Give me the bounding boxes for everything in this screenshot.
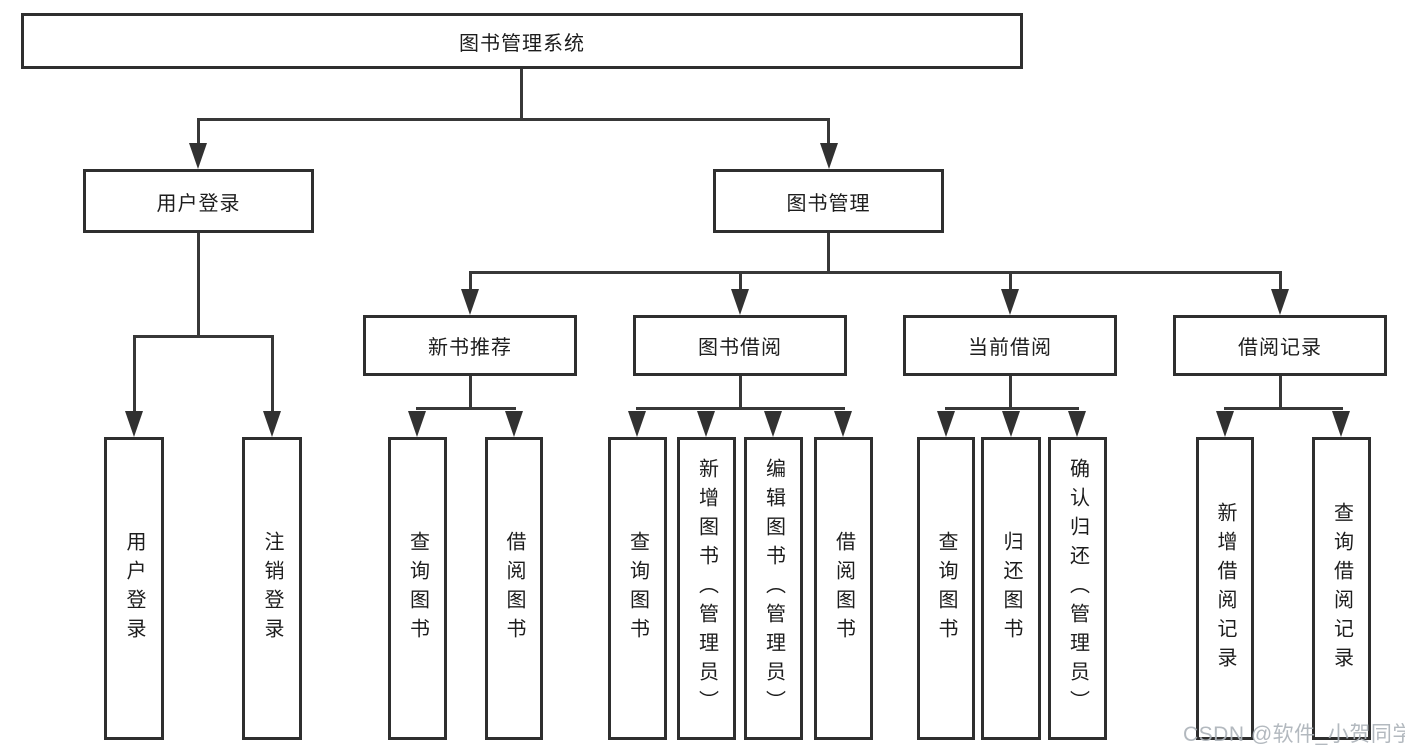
leaf-label: 编辑图书（管理员） bbox=[762, 458, 785, 719]
connector-vline bbox=[1278, 376, 1282, 410]
leaf-query-borrow-record: 查询借阅记录 bbox=[1312, 437, 1371, 740]
arrow-down bbox=[697, 411, 715, 437]
leaf-label: 借阅图书 bbox=[832, 530, 855, 647]
connector-stem bbox=[270, 338, 274, 411]
leaf-borrow-books: 借阅图书 bbox=[814, 437, 873, 740]
arrow-down bbox=[731, 289, 749, 315]
connector-hline bbox=[636, 407, 845, 410]
connector-hline bbox=[468, 271, 1282, 274]
arrow-down bbox=[937, 411, 955, 437]
leaf-borrow-books-recommendation: 借阅图书 bbox=[485, 437, 543, 740]
arrow-down bbox=[125, 411, 143, 437]
leaf-label: 确认归还（管理员） bbox=[1066, 458, 1089, 719]
arrow-down bbox=[820, 143, 838, 169]
arrow-down bbox=[461, 289, 479, 315]
leaf-label: 查询图书 bbox=[626, 530, 649, 647]
arrow-down bbox=[1001, 289, 1019, 315]
connector-vline bbox=[468, 376, 472, 410]
arrow-down bbox=[189, 143, 207, 169]
connector-hline bbox=[416, 407, 516, 410]
arrow-down bbox=[505, 411, 523, 437]
leaf-add-books-admin: 新增图书（管理员） bbox=[677, 437, 736, 740]
node-book-management: 图书管理 bbox=[713, 169, 944, 233]
connector-hline bbox=[197, 118, 830, 121]
arrow-down bbox=[408, 411, 426, 437]
connector-hline bbox=[1223, 407, 1343, 410]
arrow-down bbox=[1002, 411, 1020, 437]
leaf-confirm-return-admin: 确认归还（管理员） bbox=[1048, 437, 1107, 740]
leaf-edit-books-admin: 编辑图书（管理员） bbox=[744, 437, 803, 740]
leaf-label: 新增图书（管理员） bbox=[695, 458, 718, 719]
leaf-label: 查询图书 bbox=[935, 530, 957, 647]
arrow-down bbox=[764, 411, 782, 437]
connector-stem bbox=[468, 274, 472, 289]
node-user-login: 用户登录 bbox=[83, 169, 314, 233]
arrow-down bbox=[1216, 411, 1234, 437]
connector-vline bbox=[520, 69, 523, 121]
leaf-return-books: 归还图书 bbox=[981, 437, 1041, 740]
leaf-user-login: 用户登录 bbox=[104, 437, 164, 740]
leaf-label: 用户登录 bbox=[123, 530, 145, 647]
arrow-down bbox=[1271, 289, 1289, 315]
arrow-down bbox=[1068, 411, 1086, 437]
leaf-query-books-borrowing: 查询图书 bbox=[608, 437, 667, 740]
leaf-query-books-current: 查询图书 bbox=[917, 437, 975, 740]
connector-hline bbox=[132, 335, 274, 338]
arrow-down bbox=[1332, 411, 1350, 437]
leaf-label: 借阅图书 bbox=[503, 530, 525, 647]
connector-stem bbox=[197, 121, 200, 143]
connector-vline bbox=[197, 233, 200, 338]
arrow-down bbox=[834, 411, 852, 437]
leaf-label: 查询图书 bbox=[406, 530, 429, 647]
leaf-add-borrow-record: 新增借阅记录 bbox=[1196, 437, 1254, 740]
connector-hline bbox=[944, 407, 1079, 410]
leaf-label: 新增借阅记录 bbox=[1214, 501, 1236, 676]
node-library-management-system: 图书管理系统 bbox=[21, 13, 1023, 69]
csdn-watermark: CSDN @软件_小贺同学 bbox=[1183, 723, 1405, 746]
connector-stem bbox=[132, 338, 136, 411]
leaf-label: 归还图书 bbox=[1000, 530, 1022, 647]
node-book-borrowing: 图书借阅 bbox=[633, 315, 847, 376]
node-borrowing-records: 借阅记录 bbox=[1173, 315, 1387, 376]
leaf-label: 查询借阅记录 bbox=[1330, 501, 1353, 676]
connector-vline bbox=[1008, 376, 1012, 410]
connector-vline bbox=[738, 376, 742, 410]
connector-stem bbox=[827, 121, 830, 143]
node-new-book-recommendation: 新书推荐 bbox=[363, 315, 577, 376]
leaf-label: 注销登录 bbox=[261, 530, 283, 647]
arrow-down bbox=[263, 411, 281, 437]
leaf-logout: 注销登录 bbox=[242, 437, 302, 740]
arrow-down bbox=[628, 411, 646, 437]
connector-vline bbox=[827, 233, 830, 274]
connector-stem bbox=[1278, 274, 1282, 289]
connector-stem bbox=[1008, 274, 1012, 289]
node-current-borrowing: 当前借阅 bbox=[903, 315, 1117, 376]
connector-stem bbox=[738, 274, 742, 289]
leaf-query-books-recommendation: 查询图书 bbox=[388, 437, 447, 740]
